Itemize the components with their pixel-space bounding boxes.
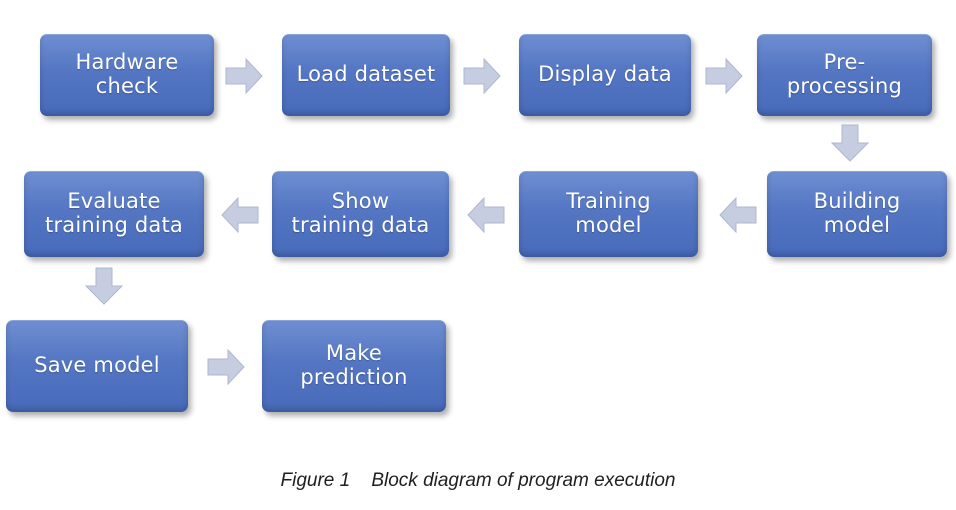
- arrow-left-icon: [719, 196, 757, 234]
- box-evaluate-training-data: Evaluate training data: [24, 171, 204, 257]
- arrow-right-icon: [705, 57, 743, 95]
- box-label: Display data: [538, 62, 672, 87]
- arrow-left-icon: [467, 196, 505, 234]
- box-training-model: Training model: [519, 171, 698, 257]
- box-hardware-check: Hardware check: [40, 34, 214, 116]
- box-label: Evaluate training data: [45, 189, 183, 237]
- box-show-training-data: Show training data: [272, 171, 449, 257]
- box-building-model: Building model: [767, 171, 947, 257]
- arrow-right-icon: [207, 348, 245, 386]
- box-label: Save model: [34, 353, 160, 378]
- figure-caption: Figure 1 Block diagram of program execut…: [280, 470, 676, 491]
- box-label: Pre- processing: [786, 50, 903, 98]
- arrow-right-icon: [463, 57, 501, 95]
- box-label: Show training data: [291, 189, 430, 237]
- arrow-down-icon: [84, 267, 124, 305]
- box-label: Load dataset: [296, 62, 436, 87]
- box-display-data: Display data: [519, 34, 691, 116]
- arrow-down-icon: [830, 124, 870, 162]
- box-label: Hardware check: [75, 50, 179, 98]
- arrow-right-icon: [225, 57, 263, 95]
- box-make-prediction: Make prediction: [262, 320, 446, 412]
- box-label: Make prediction: [300, 341, 408, 389]
- box-load-dataset: Load dataset: [282, 34, 450, 116]
- box-label: Training model: [566, 189, 651, 237]
- box-save-model: Save model: [6, 320, 188, 412]
- arrow-left-icon: [221, 196, 259, 234]
- box-label: Building model: [813, 189, 901, 237]
- box-pre-processing: Pre- processing: [757, 34, 932, 116]
